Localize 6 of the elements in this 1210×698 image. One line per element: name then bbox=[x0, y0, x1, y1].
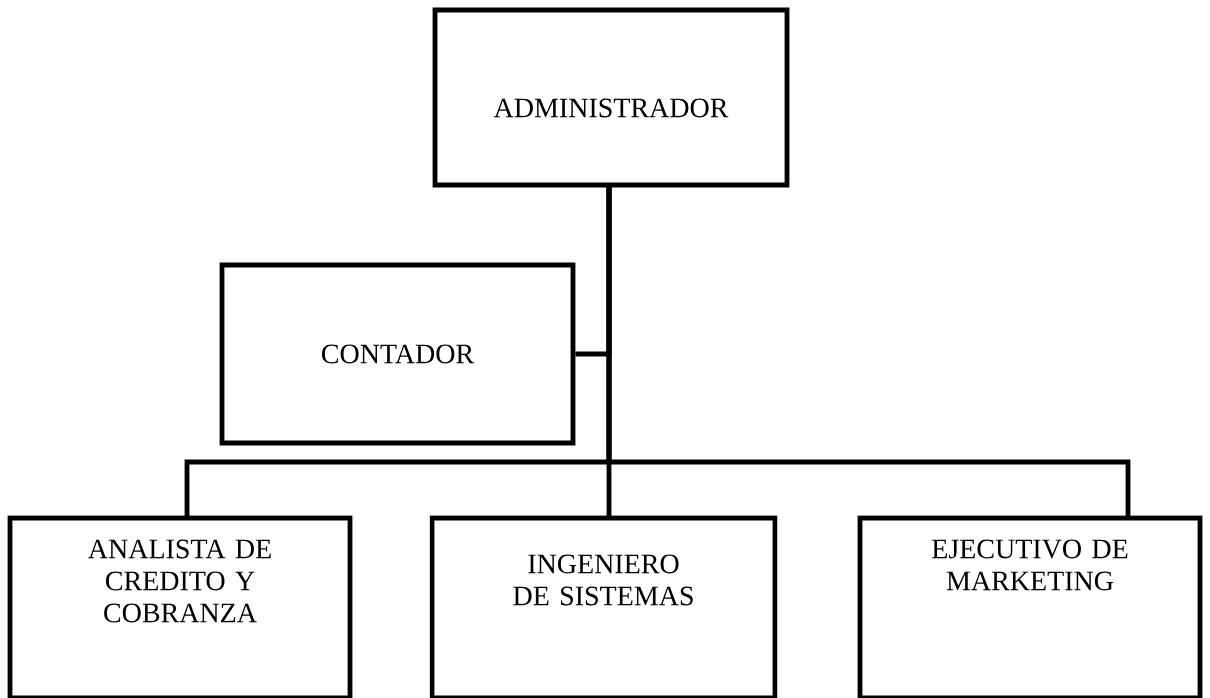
org-box: ADMINISTRADOR bbox=[432, 7, 790, 188]
org-box: CONTADOR bbox=[219, 262, 576, 446]
org-box: EJECUTIVO DE MARKETING bbox=[857, 515, 1203, 698]
org-box: INGENIERO DE SISTEMAS bbox=[429, 515, 778, 698]
connector-line bbox=[606, 185, 1131, 518]
org-box: ANALISTA DE CREDITO Y COBRANZA bbox=[7, 515, 353, 698]
